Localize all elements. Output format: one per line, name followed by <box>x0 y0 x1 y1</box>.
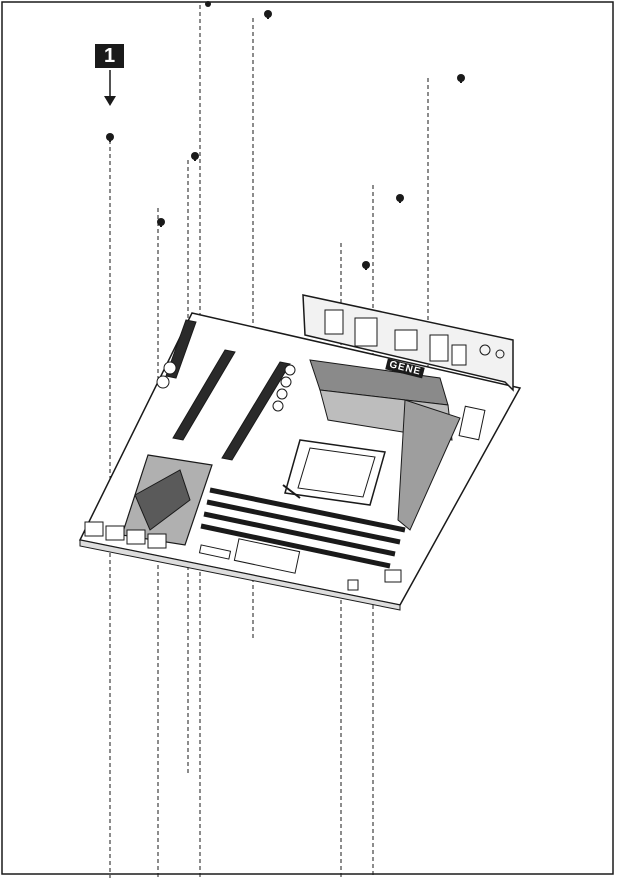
motherboard <box>78 294 522 611</box>
step-number-badge: 1 <box>95 44 124 68</box>
screw-icon <box>106 1 465 270</box>
down-arrow-icon <box>104 70 116 106</box>
